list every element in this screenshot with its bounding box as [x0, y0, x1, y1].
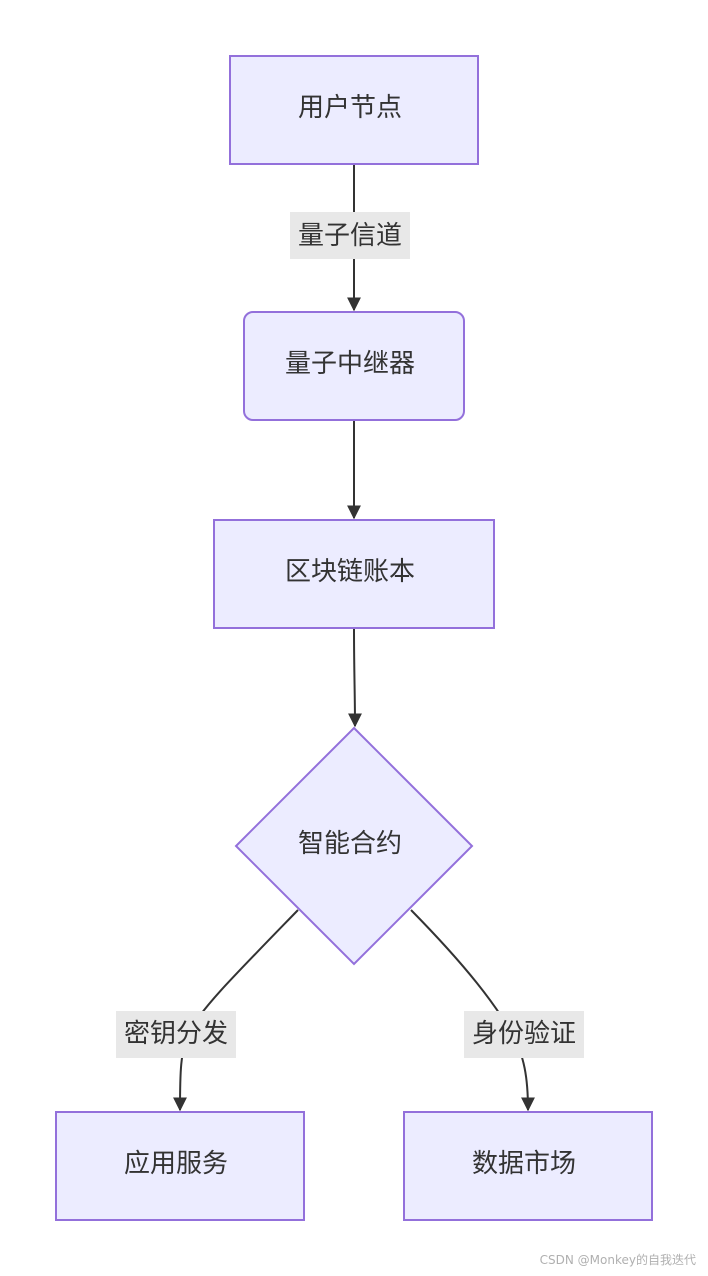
edge-label-text: 密钥分发	[124, 1019, 228, 1049]
edge-contract-to-app	[173, 909, 299, 1112]
edge-label-key-distribution: 密钥分发	[116, 1011, 236, 1058]
node-smart-contract: 智能合约	[234, 726, 474, 966]
edge-label-identity-verification: 身份验证	[464, 1011, 584, 1058]
edge-contract-to-market	[410, 909, 535, 1112]
node-label: 智能合约	[298, 829, 402, 859]
node-label: 量子中继器	[285, 349, 415, 379]
node-app-service: 应用服务	[55, 1111, 305, 1221]
node-user: 用户节点	[229, 55, 479, 165]
edge-label-text: 身份验证	[472, 1019, 576, 1049]
node-blockchain-ledger: 区块链账本	[213, 519, 495, 629]
node-label: 区块链账本	[285, 557, 415, 587]
node-data-market: 数据市场	[403, 1111, 653, 1221]
node-label: 用户节点	[298, 93, 402, 123]
watermark: CSDN @Monkey的自我迭代	[539, 1253, 696, 1267]
edge-label-text: 量子信道	[298, 221, 402, 251]
node-quantum-relay: 量子中继器	[243, 311, 465, 421]
node-label: 数据市场	[472, 1149, 576, 1179]
edge-ledger-to-contract	[347, 627, 362, 728]
edge-label-quantum-channel: 量子信道	[290, 212, 410, 259]
node-label: 应用服务	[124, 1149, 228, 1179]
